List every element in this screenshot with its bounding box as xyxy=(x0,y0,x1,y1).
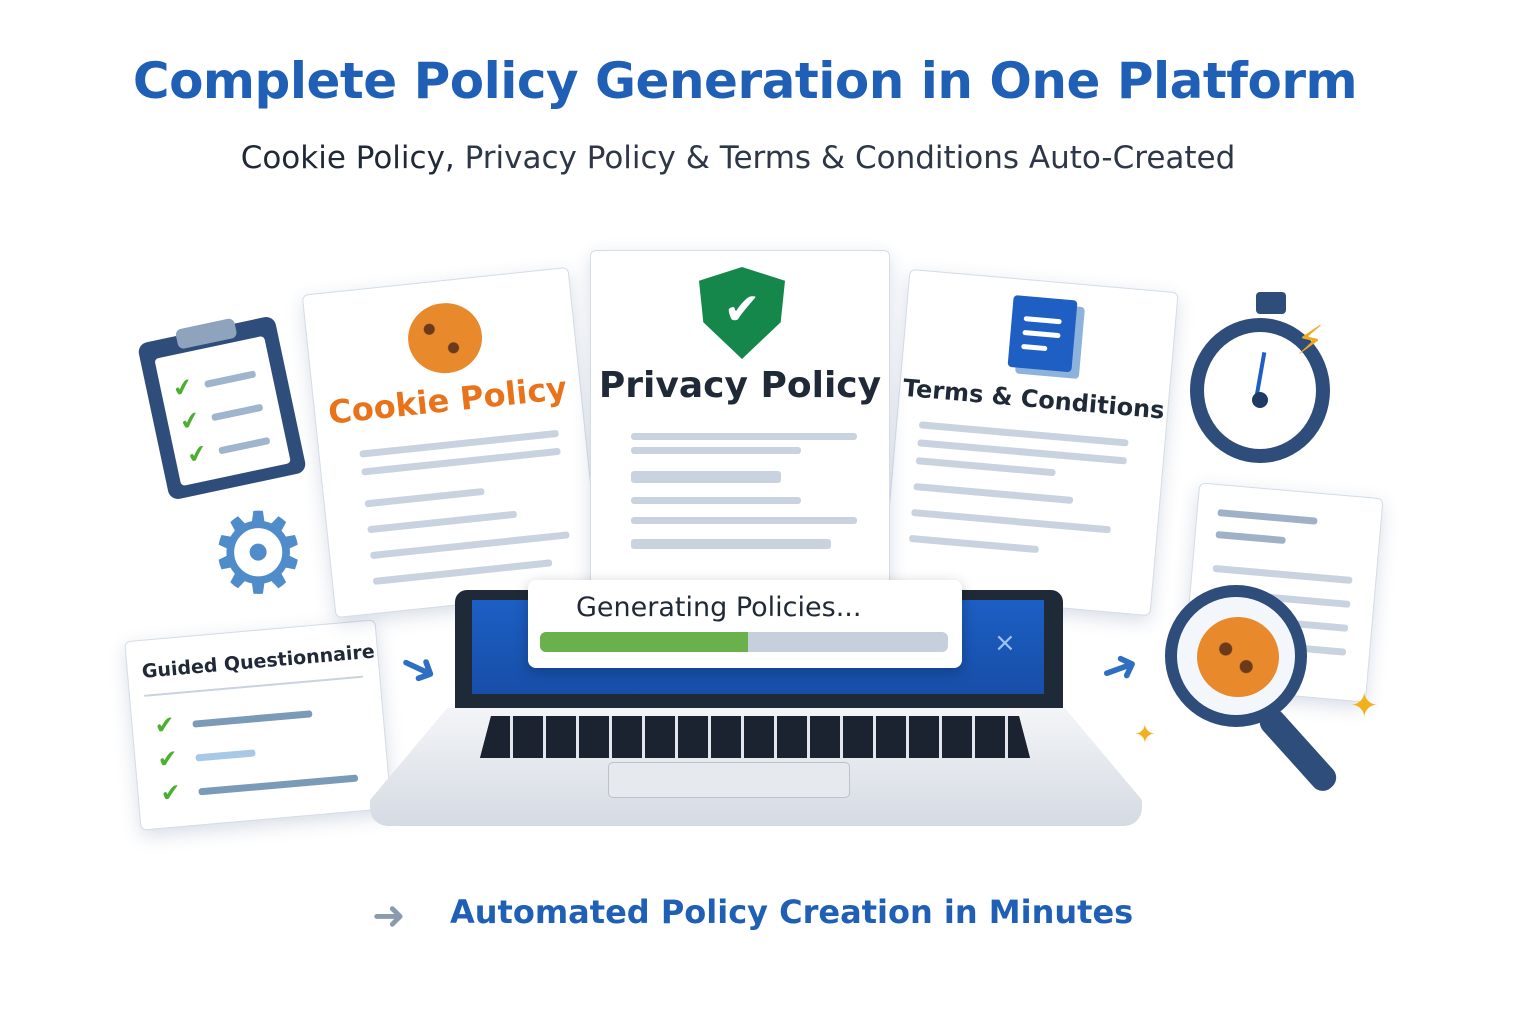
close-icon[interactable]: × xyxy=(994,628,1016,658)
clipboard-icon: ✔✔✔ xyxy=(136,315,308,501)
magnifier-icon xyxy=(1165,585,1307,727)
cookie-policy-document: Cookie Policy xyxy=(301,266,603,619)
privacy-policy-document: ✔ Privacy Policy xyxy=(590,250,890,595)
progress-fill xyxy=(540,632,749,652)
page-subtitle: Cookie Policy, Privacy Policy & Terms & … xyxy=(0,140,1476,176)
arrow-icon: ➜ xyxy=(1091,635,1147,699)
trackpad xyxy=(608,762,850,798)
keyboard xyxy=(480,716,1030,758)
progress-label: Generating Policies... xyxy=(576,592,862,623)
page-title: Complete Policy Generation in One Platfo… xyxy=(132,52,1358,110)
sparkle-icon: ✦ xyxy=(1350,686,1379,726)
questionnaire-card: Guided Questionnaire ✔✔✔ xyxy=(124,619,392,831)
progress-dialog: Generating Policies... xyxy=(528,580,962,668)
terms-title: Terms & Conditions xyxy=(901,373,1166,425)
arrow-icon: ➜ xyxy=(372,893,406,939)
lightning-icon: ⚡ xyxy=(1296,318,1325,364)
cookie-icon xyxy=(404,299,486,377)
subtitle-rest: Privacy Policy & Terms & Conditions Auto… xyxy=(454,140,1236,176)
shield-check-icon: ✔ xyxy=(699,267,785,359)
subtitle-lead: Cookie Policy, xyxy=(240,140,455,176)
cookie-icon xyxy=(1197,617,1279,697)
terms-document: Terms & Conditions xyxy=(881,268,1179,617)
progress-bar xyxy=(540,632,948,652)
sparkle-icon: ✦ xyxy=(1134,720,1156,750)
gear-icon: ⚙ xyxy=(208,489,309,619)
tagline: Automated Policy Creation in Minutes xyxy=(450,893,1134,931)
document-icon xyxy=(1007,295,1078,373)
questionnaire-title: Guided Questionnaire xyxy=(140,640,376,683)
arrow-icon: ➜ xyxy=(390,634,449,700)
privacy-policy-title: Privacy Policy xyxy=(598,365,882,406)
cookie-policy-title: Cookie Policy xyxy=(326,368,569,432)
